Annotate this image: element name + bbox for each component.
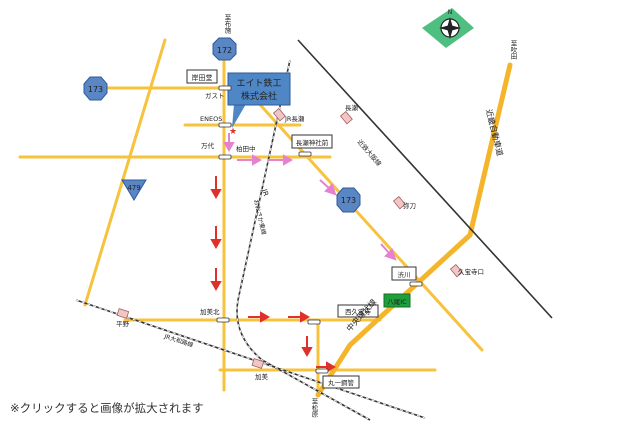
route-173-east-label: 173 <box>341 196 356 205</box>
ic-label: 八尾IC <box>387 298 407 306</box>
signal-icon <box>216 317 230 323</box>
line-label: 近鉄大阪線 <box>355 137 383 168</box>
enlarge-note: ※クリックすると画像が拡大されます <box>10 401 204 415</box>
compass-icon: N <box>422 8 474 48</box>
company-name-line2: 株式会社 <box>241 90 277 102</box>
company-name-line1: エイト鉄工 <box>236 77 281 89</box>
signal-icon <box>298 151 312 157</box>
line-label: JR <box>260 187 270 197</box>
company-callout: エイト鉄工 株式会社 ★ <box>227 72 291 137</box>
station-icon <box>251 358 265 369</box>
station-label: 長瀬 <box>345 103 359 112</box>
company-location-star: ★ <box>229 127 237 137</box>
signal-icon <box>218 85 232 91</box>
station-label: 久宝寺口 <box>458 267 484 276</box>
place-label: 柏田中 <box>236 144 256 153</box>
station-icon <box>449 264 463 278</box>
kintetsu-osaka-line <box>297 39 553 319</box>
signal-icon <box>307 319 321 325</box>
route-badge-172: 172 <box>212 37 237 61</box>
jr-osaka-higashi-line-dash <box>236 59 371 421</box>
traffic-signals <box>216 85 423 374</box>
station-label: 平野 <box>116 320 130 328</box>
place-label: 渋川 <box>398 270 411 279</box>
place-label: 加美北 <box>200 307 220 316</box>
signal-icon <box>218 154 232 160</box>
place-label: 長瀬神社前 <box>296 138 329 147</box>
place-label: 丸一鋼管 <box>328 378 355 387</box>
direction-label: 至松原 <box>310 398 318 418</box>
rail-lines <box>75 39 553 421</box>
route-172-label: 172 <box>217 46 232 55</box>
place-label: 西久宝寺 <box>345 307 372 316</box>
route-arrows-pink <box>223 133 397 261</box>
signal-icon <box>409 281 423 287</box>
station-icon <box>272 108 286 122</box>
place-label: 万代 <box>201 141 215 150</box>
station-marks <box>116 108 463 369</box>
road-diagonal-central <box>243 86 484 352</box>
station-icon <box>392 196 406 210</box>
station-icon <box>339 111 353 125</box>
roads <box>18 38 484 394</box>
place-label: 岸田堂 <box>192 73 213 82</box>
signal-icon <box>218 122 232 128</box>
signal-icon <box>315 368 329 374</box>
place-label: ENEOS <box>200 115 222 123</box>
station-label: 弥刀 <box>403 201 416 210</box>
route-arrows-red <box>210 176 337 373</box>
svg-text:N: N <box>448 9 453 16</box>
route-479-label: 479 <box>127 184 140 192</box>
place-label: ガスト <box>205 91 225 100</box>
route-badge-173-west: 173 <box>83 76 108 101</box>
direction-label: 至布施 <box>223 14 231 35</box>
station-label: 加美 <box>255 372 269 381</box>
route-badge-173-east: 173 <box>336 187 361 213</box>
station-icon <box>116 308 130 319</box>
station-label: JR長瀬 <box>284 114 305 123</box>
road-diagonal-west <box>83 38 167 307</box>
road-kinki-expressway <box>315 62 513 398</box>
direction-label: 至吹田 <box>509 40 517 61</box>
line-label: おおさか東線 <box>252 199 268 236</box>
route-173-label: 173 <box>88 85 103 94</box>
jr-yamatoji-line-dash <box>75 299 426 419</box>
route-badge-479: 479 <box>121 179 147 201</box>
line-label: 近畿自動車道 <box>484 108 505 157</box>
